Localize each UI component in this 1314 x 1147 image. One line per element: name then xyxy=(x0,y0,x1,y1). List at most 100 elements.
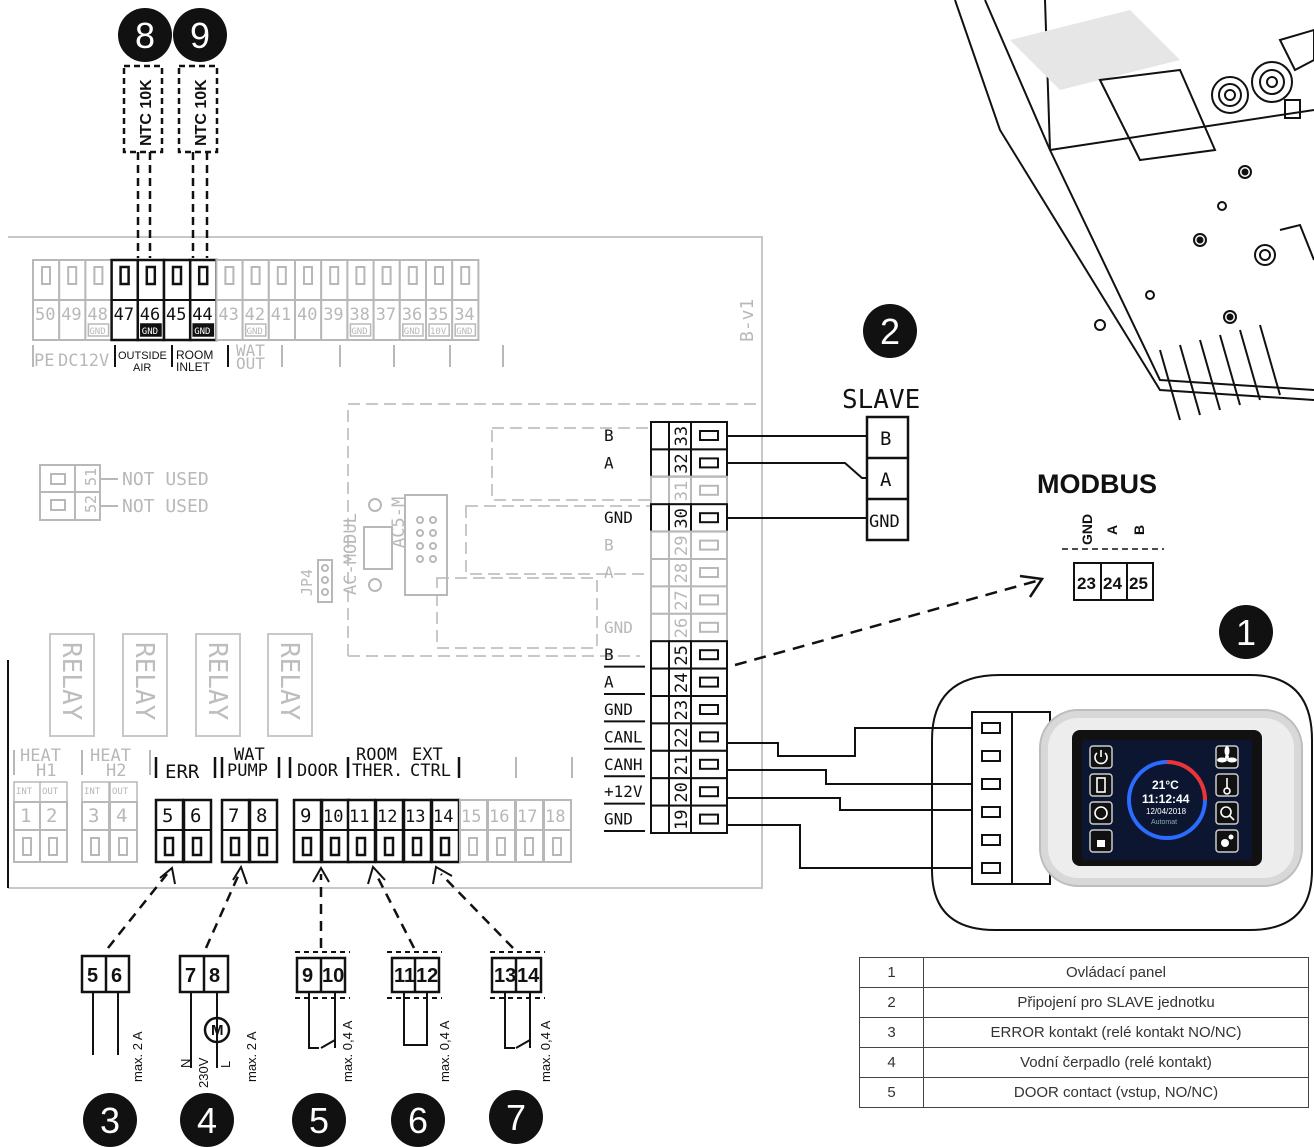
right-terminal-label-30: GND xyxy=(604,508,633,527)
right-terminal-num-26: 26 xyxy=(672,618,692,638)
right-terminal-24: 24A xyxy=(604,667,728,697)
relay-label: RELAY xyxy=(56,642,86,721)
top-terminal-47: 47 xyxy=(110,258,140,342)
p6-pin-12: 12 xyxy=(416,965,438,987)
panel-mode: Automat xyxy=(1151,819,1177,826)
int-out-label: INT xyxy=(84,787,101,797)
right-terminal-num-31: 31 xyxy=(672,481,692,501)
legend-description: ERROR kontakt (relé kontakt NO/NC) xyxy=(923,1017,1309,1048)
p4-l: L xyxy=(218,1061,233,1068)
badge-5-circle xyxy=(292,1093,346,1147)
ext-label: EXT xyxy=(412,745,443,765)
control-panel: 21°C 11:12:44 12/04/2018 Automat xyxy=(931,674,1313,931)
badge-8-circle xyxy=(118,8,172,62)
badge-1: 1 xyxy=(1236,612,1256,653)
sub-label: 10V xyxy=(430,327,447,337)
relay-2: RELAY xyxy=(122,633,168,737)
right-terminal-strip: 33B32A3130GND29B28A2726GND25B24A23GND22C… xyxy=(604,421,728,834)
legend-number: 4 xyxy=(859,1047,924,1078)
not-used-num-51: 51 xyxy=(82,468,100,486)
right-terminal-num-23: 23 xyxy=(672,700,692,720)
top-terminal-39: 39 xyxy=(320,259,349,341)
top-terminal-40: 40 xyxy=(294,259,323,341)
badge-6: 6 xyxy=(408,1100,428,1141)
panel-wiring xyxy=(727,727,972,869)
top-terminal-43: 43 xyxy=(215,259,244,341)
bottom-terminal-9: 9 xyxy=(292,798,323,864)
right-terminal-33: 33B xyxy=(604,421,728,451)
p7-rating: max. 0,4 A xyxy=(538,1020,553,1082)
top-terminal-num-48: 48 xyxy=(87,305,107,325)
bottom-terminal-6: 6 xyxy=(182,798,213,864)
heat-h1-sub: H1 xyxy=(36,761,56,781)
right-terminal-num-19: 19 xyxy=(672,810,692,830)
badge-8: 8 xyxy=(135,15,155,56)
ctrl-label: CTRL xyxy=(410,761,451,781)
slave-b: B xyxy=(880,428,891,450)
slave-connector: SLAVE B A GND xyxy=(727,385,920,542)
legend-description: Ovládací panel xyxy=(923,957,1309,988)
bottom-terminal-num-8: 8 xyxy=(256,805,267,827)
badge-3: 3 xyxy=(100,1100,120,1141)
label-pe: PE xyxy=(34,351,54,371)
right-terminal-num-22: 22 xyxy=(672,727,692,747)
right-terminal-31: 31 xyxy=(650,475,728,506)
top-terminal-num-44: 44 xyxy=(192,305,212,325)
bottom-terminal-5: 5 xyxy=(154,798,185,864)
bottom-terminal-11: 11 xyxy=(346,798,377,864)
relay-blocks: RELAY RELAY RELAY RELAY xyxy=(49,633,313,737)
bottom-terminal-num-10: 10 xyxy=(323,807,343,827)
bottom-terminal-num-1: 1 xyxy=(20,805,31,827)
relay-label: RELAY xyxy=(202,642,232,721)
controller-board: B-v1 xyxy=(7,236,763,889)
right-terminal-27: 27 xyxy=(650,585,728,615)
ntc-label-room: NTC 10K xyxy=(193,79,210,146)
bottom-terminal-num-16: 16 xyxy=(489,807,509,827)
right-terminal-num-28: 28 xyxy=(672,563,692,583)
peripheral-labels: 5 6 max. 2 A 7 8 M N 230V L max. 2 A 9 1… xyxy=(87,965,553,1088)
modbus-connector: MODBUS GND A B 23 24 25 xyxy=(734,469,1164,667)
right-terminal-label-21: CANH xyxy=(604,755,643,774)
top-terminal-num-35: 35 xyxy=(428,305,448,325)
p5-rating: max. 0,4 A xyxy=(340,1020,355,1082)
modbus-num-25: 25 xyxy=(1129,574,1148,593)
modbus-num-23: 23 xyxy=(1077,574,1096,593)
relay-label: RELAY xyxy=(274,642,304,721)
bottom-terminal-14: 14 xyxy=(430,798,461,864)
right-terminal-label-29: B xyxy=(604,536,614,555)
settings-icon xyxy=(1221,834,1234,847)
right-terminal-label-19: GND xyxy=(604,810,633,829)
room-label: ROOM xyxy=(356,745,397,765)
door-label: DOOR xyxy=(297,761,339,781)
p7-pin-13: 13 xyxy=(494,965,516,987)
thermometer-icon xyxy=(1223,778,1231,795)
top-terminal-num-45: 45 xyxy=(166,305,186,325)
badge-6-circle xyxy=(391,1093,445,1147)
power-icon xyxy=(1094,750,1108,765)
ntc-sensors xyxy=(122,64,219,258)
slave-title: SLAVE xyxy=(842,385,920,415)
lock-icon xyxy=(1097,840,1105,847)
right-terminal-label-32: A xyxy=(604,453,614,472)
legend-description: Připojení pro SLAVE jednotku xyxy=(923,987,1309,1018)
relay-3: RELAY xyxy=(195,633,241,737)
bottom-terminal-num-9: 9 xyxy=(300,805,311,827)
door-icon xyxy=(1096,777,1106,793)
label-room: ROOM xyxy=(176,348,213,362)
top-terminal-50: 50 xyxy=(32,259,61,341)
label-inlet: INLET xyxy=(176,360,211,374)
right-terminal-num-29: 29 xyxy=(672,536,692,556)
label-air: AIR xyxy=(133,362,151,374)
right-terminal-32: 32A xyxy=(604,448,728,478)
bottom-group-labels: HEAT H1 HEAT H2 ERR WAT PUMP DOOR ROOM T… xyxy=(13,745,573,783)
not-used-label-1: NOT USED xyxy=(122,469,209,490)
timer-icon xyxy=(1094,806,1108,820)
p6-rating: max. 0,4 A xyxy=(437,1020,452,1082)
